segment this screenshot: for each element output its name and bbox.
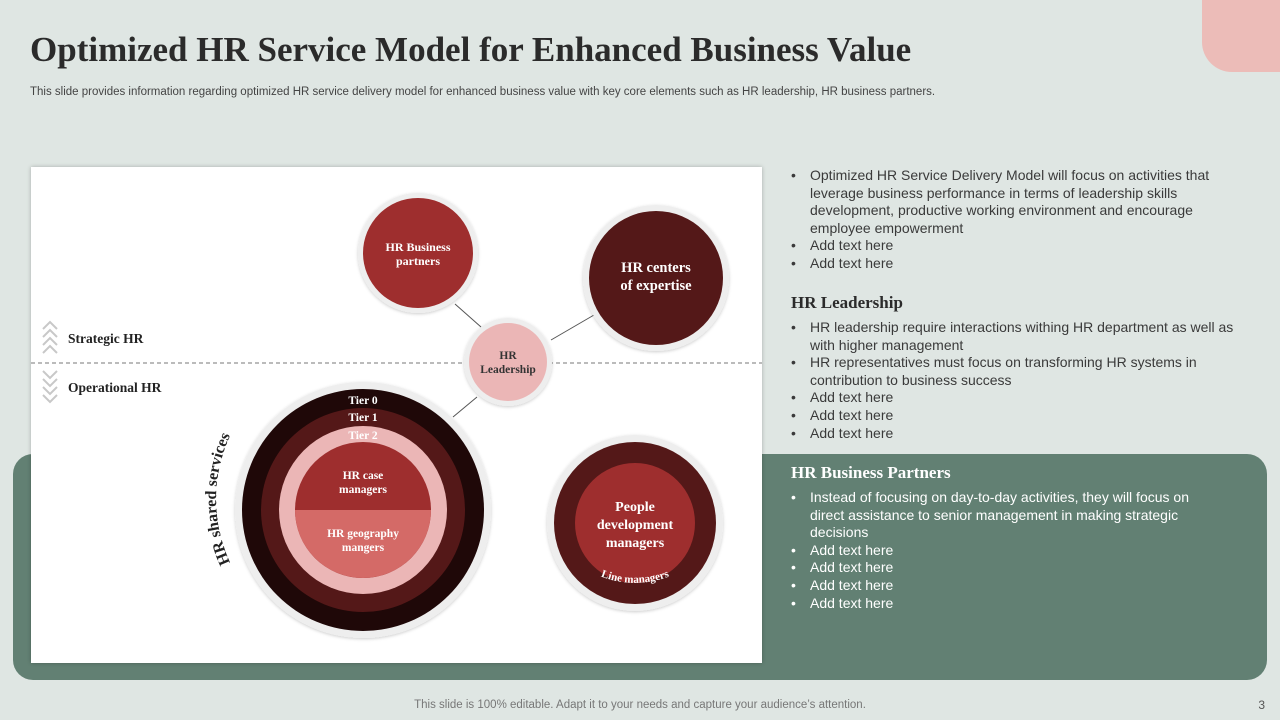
chevron-up-icon bbox=[42, 320, 58, 354]
intro-bullets: Optimized HR Service Delivery Model will… bbox=[791, 167, 1241, 273]
people-dev-line2: development bbox=[597, 518, 674, 533]
partners-bullets: Instead of focusing on day-to-day activi… bbox=[791, 489, 1211, 612]
leadership-section: HR Leadership HR leadership require inte… bbox=[791, 293, 1241, 442]
people-dev-line1: People bbox=[615, 500, 655, 515]
partners-section: HR Business Partners Instead of focusing… bbox=[791, 463, 1211, 612]
tier2-label: Tier 2 bbox=[348, 430, 378, 442]
hr-centers-node: HR centers of expertise bbox=[583, 205, 729, 351]
hr-model-diagram: Strategic HR Operational HR HR Business … bbox=[31, 193, 762, 638]
hr-shared-services-node: Tier 0 Tier 1 Tier 2 HR case managers HR… bbox=[235, 382, 491, 638]
hr-geography-line1: HR geography bbox=[327, 528, 399, 540]
slide-footer: This slide is 100% editable. Adapt it to… bbox=[414, 699, 866, 711]
partners-bullet: Instead of focusing on day-to-day activi… bbox=[791, 489, 1211, 542]
hr-shared-services-text: HR shared services bbox=[203, 430, 234, 568]
hr-case-line1: HR case bbox=[343, 470, 384, 482]
partners-bullet: Add text here bbox=[791, 577, 1211, 595]
intro-section: Optimized HR Service Delivery Model will… bbox=[791, 167, 1241, 273]
partners-bullet: Add text here bbox=[791, 595, 1211, 613]
hr-centers-line2: of expertise bbox=[620, 278, 692, 294]
intro-bullet: Add text here bbox=[791, 237, 1241, 255]
slide-title: Optimized HR Service Model for Enhanced … bbox=[30, 30, 912, 69]
leadership-bullet: HR leadership require interactions withi… bbox=[791, 319, 1241, 354]
leadership-bullet: Add text here bbox=[791, 425, 1241, 443]
people-dev-line3: managers bbox=[606, 536, 665, 551]
hr-business-partners-line1: HR Business bbox=[385, 240, 450, 254]
hr-leadership-line2: Leadership bbox=[480, 364, 536, 376]
leadership-bullet: Add text here bbox=[791, 389, 1241, 407]
hr-leadership-line1: HR bbox=[499, 350, 517, 362]
connector-shared bbox=[452, 396, 478, 418]
partners-bullet: Add text here bbox=[791, 542, 1211, 560]
page-number: 3 bbox=[1258, 698, 1265, 712]
diagram-card: Strategic HR Operational HR HR Business … bbox=[31, 167, 762, 663]
people-development-node: People development managers bbox=[547, 435, 723, 611]
leadership-bullet: HR representatives must focus on transfo… bbox=[791, 354, 1241, 389]
hr-geography-line2: mangers bbox=[342, 542, 385, 554]
intro-bullet: Optimized HR Service Delivery Model will… bbox=[791, 167, 1241, 237]
strategic-hr-label: Strategic HR bbox=[68, 331, 144, 346]
connector-centers bbox=[550, 314, 595, 341]
leadership-bullets: HR leadership require interactions withi… bbox=[791, 319, 1241, 442]
hr-centers-line1: HR centers bbox=[621, 260, 691, 276]
leadership-heading: HR Leadership bbox=[791, 293, 903, 312]
partners-heading: HR Business Partners bbox=[791, 463, 951, 482]
hr-business-partners-node: HR Business partners bbox=[358, 193, 478, 313]
slide-subtitle: This slide provides information regardin… bbox=[30, 86, 936, 98]
hr-case-line2: managers bbox=[339, 484, 387, 496]
hr-leadership-node: HR Leadership bbox=[464, 318, 552, 406]
partners-bullet: Add text here bbox=[791, 559, 1211, 577]
tier0-label: Tier 0 bbox=[348, 395, 378, 407]
chevron-down-icon bbox=[42, 370, 58, 404]
corner-accent bbox=[1202, 0, 1280, 72]
tier1-label: Tier 1 bbox=[348, 412, 378, 424]
line-managers-label: Line managers bbox=[600, 568, 671, 586]
hr-business-partners-line2: partners bbox=[396, 254, 440, 268]
hr-shared-services-label: HR shared services bbox=[203, 430, 234, 568]
intro-bullet: Add text here bbox=[791, 255, 1241, 273]
leadership-bullet: Add text here bbox=[791, 407, 1241, 425]
operational-hr-label: Operational HR bbox=[68, 380, 162, 395]
line-managers-text: Line managers bbox=[600, 568, 671, 586]
connector-partners bbox=[454, 303, 482, 328]
